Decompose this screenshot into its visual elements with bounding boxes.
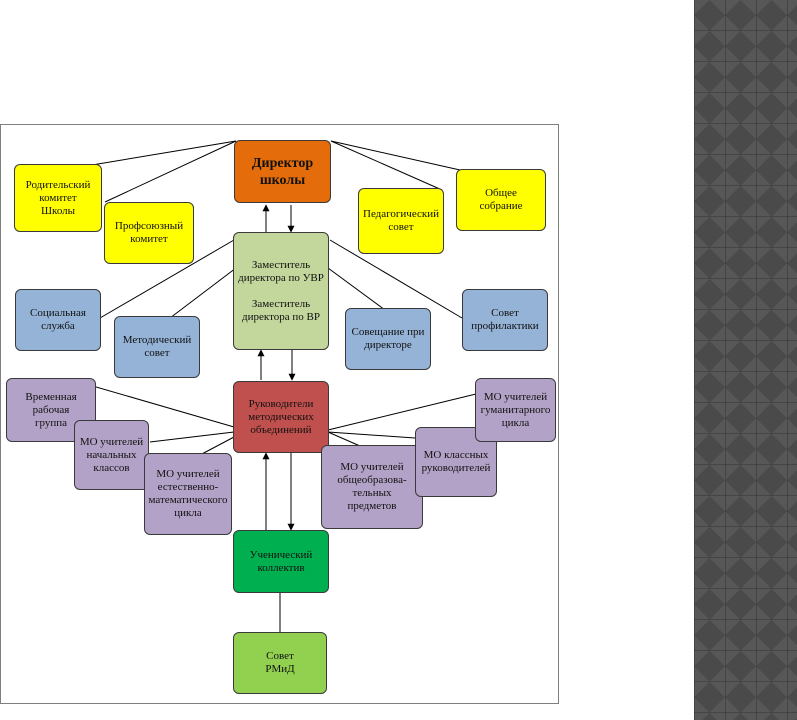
node-mo-humanities: МО учителей гуманитарного цикла: [475, 378, 556, 442]
node-pedagogical-council: Педагогический совет: [358, 188, 444, 254]
node-director-meeting: Совещание при директоре: [345, 308, 431, 370]
node-mo-science: МО учителей естественно- математического…: [144, 453, 232, 535]
node-parent-committee: Родительский комитет Школы: [14, 164, 102, 232]
node-method-heads: Руководители методических объединений: [233, 381, 329, 453]
node-mo-primary: МО учителей начальных классов: [74, 420, 149, 490]
node-student-body: Ученический коллектив: [233, 530, 329, 593]
node-prevention-council: Совет профилактики: [462, 289, 548, 351]
node-mo-general: МО учителей общеобразова- тельных предме…: [321, 445, 423, 529]
node-trade-union: Профсоюзный комитет: [104, 202, 194, 264]
node-deputies: Заместитель директора по УВР Заместитель…: [233, 232, 329, 350]
node-director: Директор школы: [234, 140, 331, 203]
node-general-meeting: Общее собрание: [456, 169, 546, 231]
node-methodical-council: Методический совет: [114, 316, 200, 378]
node-rmid-council: Совет РМиД: [233, 632, 327, 694]
node-social-service: Социальная служба: [15, 289, 101, 351]
decorative-pattern-panel: [694, 0, 797, 720]
